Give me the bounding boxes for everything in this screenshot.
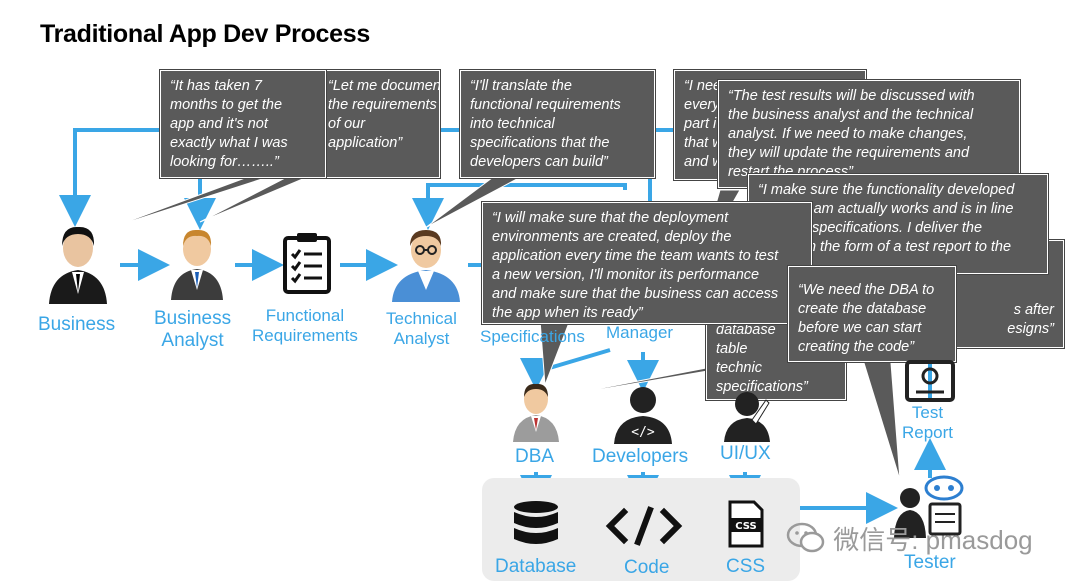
bubble-line: of our	[328, 116, 366, 132]
label-line: Requirements	[252, 326, 358, 345]
bubble-line: database	[716, 322, 776, 338]
business-analyst-icon	[171, 229, 223, 300]
bubble-technical-analyst: “I'll translate the functional requireme…	[460, 70, 655, 178]
css-file-icon: CSS	[728, 500, 764, 548]
bubble-line: specifications”	[716, 379, 808, 395]
bubble-line: “The test results will be discussed with	[728, 88, 975, 104]
database-icon	[514, 501, 558, 544]
bubble-test-results: “The test results will be discussed with…	[718, 80, 1020, 188]
report-icon	[905, 360, 955, 402]
bubble-line: s after	[1013, 302, 1054, 318]
label-test-report: Test Report	[902, 403, 953, 443]
label-dba: DBA	[515, 446, 555, 467]
bubble-line: “Let me document	[328, 78, 440, 94]
bubble-line: environments are created, deploy the	[492, 229, 732, 245]
bubble-line: the business analyst and the technical	[728, 107, 974, 123]
bubble-line: that w	[684, 135, 723, 151]
bubble-line: esigns”	[1007, 321, 1054, 337]
bubble-line: results in the form of a test report to …	[758, 239, 1012, 255]
wechat-icon	[786, 522, 825, 553]
bubble-line: “We need the DBA to	[798, 282, 935, 298]
svg-text:</>: </>	[631, 425, 655, 440]
bubble-line: “I will make sure that the deployment	[492, 210, 729, 226]
developer-icon: </>	[614, 387, 672, 444]
bubble-line: table	[716, 341, 748, 357]
watermark: 微信号: pmasdog	[786, 520, 1033, 557]
clipboard-checklist-icon	[283, 233, 331, 294]
bubble-dba: “We need the DBA to create the database …	[788, 266, 956, 362]
bubble-line: functional requirements	[470, 97, 621, 113]
bubble-line: months to get the	[170, 97, 283, 113]
label-manager: Manager	[606, 323, 674, 342]
label-tester: Tester	[904, 552, 956, 573]
bubble-line: they will update the requirements and	[728, 145, 970, 161]
watermark-text: 微信号: pmasdog	[833, 525, 1033, 555]
code-brackets-icon	[605, 506, 683, 546]
bubble-line: “I make sure the functionality developed	[758, 182, 1015, 198]
label-line: Analyst	[161, 330, 224, 351]
label-functional-requirements: Functional Requirements	[252, 306, 358, 346]
technical-analyst-icon	[392, 230, 460, 302]
label-line: Analyst	[393, 329, 450, 348]
label-developers: Developers	[592, 446, 689, 467]
bubble-line: specifications that the	[470, 135, 610, 151]
bubble-line: app and it's not	[170, 116, 268, 132]
bubble-line: create the database	[798, 301, 927, 317]
bubble-line: a new version, I'll monitor its performa…	[492, 267, 760, 283]
bubble-line: into technical	[470, 116, 555, 132]
designer-icon	[724, 392, 770, 442]
label-line: Report	[902, 423, 954, 442]
bubble-business: “It has taken 7 months to get the app an…	[160, 70, 326, 178]
bubble-line: before we can start	[798, 320, 922, 336]
bubble-line: by the team actually works and is in lin…	[758, 201, 1014, 217]
label-technical-analyst: Technical Analyst	[386, 309, 457, 349]
label-line: Business	[154, 308, 232, 329]
bubble-line: and make sure that the business can acce…	[492, 286, 779, 302]
svg-text:CSS: CSS	[735, 521, 756, 532]
bubble-line: exactly what I was	[170, 135, 288, 151]
label-business: Business	[38, 314, 116, 335]
label-database: Database	[495, 556, 577, 577]
bubble-line: part i	[684, 116, 717, 132]
dba-person-icon	[513, 383, 559, 442]
bubble-line: “I'll translate the	[470, 78, 572, 94]
label-line: Test	[911, 403, 944, 422]
page-title: Traditional App Dev Process	[40, 20, 370, 48]
bubble-line: every	[684, 97, 720, 113]
bubble-line: and w	[684, 154, 723, 170]
bubble-line: the app when its ready”	[492, 305, 643, 321]
bubble-line: looking for……..”	[170, 154, 279, 170]
bubble-devops: “I will make sure that the deployment en…	[482, 202, 812, 324]
businessman-icon	[49, 226, 107, 304]
tester-icon	[894, 475, 964, 538]
bubble-line: application”	[328, 135, 403, 151]
label-business-analyst: Business Analyst	[154, 308, 231, 352]
label-uiux: UI/UX	[720, 443, 771, 464]
bubble-line: with the specifications. I deliver the	[758, 220, 983, 236]
label-css: CSS	[726, 556, 766, 577]
bubble-line: application every time the team wants to…	[492, 248, 779, 264]
bubble-line: “It has taken 7	[170, 78, 262, 94]
bubble-line: developers can build”	[470, 154, 608, 170]
bubble-line: technic	[716, 360, 762, 376]
label-line: Technical	[386, 309, 457, 328]
label-line: Functional	[265, 306, 345, 325]
bubble-line: analyst. If we need to make changes,	[728, 126, 968, 142]
bubble-line: creating the code”	[798, 339, 915, 355]
label-code: Code	[624, 557, 670, 578]
bubble-line: the requirements	[328, 97, 437, 113]
label-specifications: Specifications	[480, 327, 585, 346]
